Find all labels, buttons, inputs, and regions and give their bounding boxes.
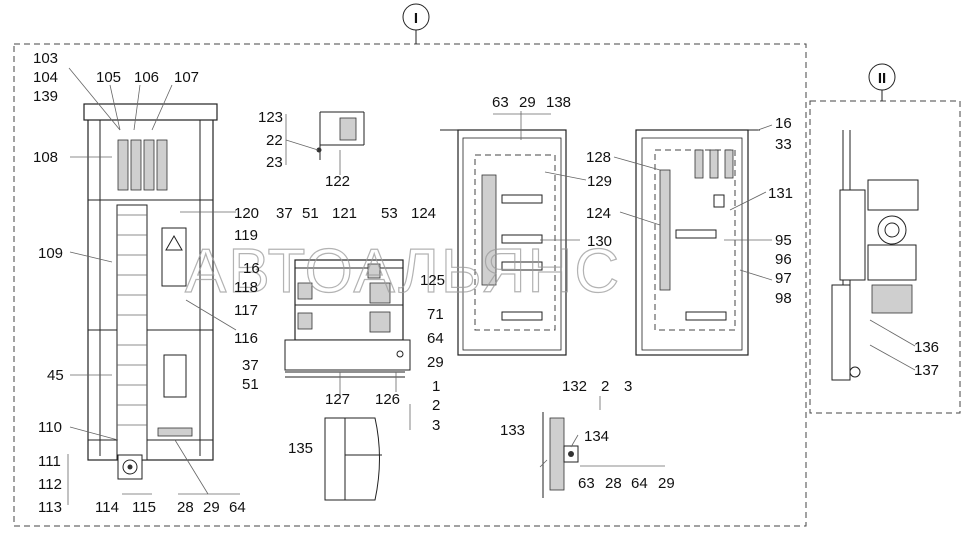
callout-96: 96 — [775, 251, 792, 268]
callout-124: 124 — [411, 205, 436, 222]
callout-64c: 64 — [631, 475, 648, 492]
callout-110: 110 — [38, 419, 62, 436]
mounting-frame-drawing — [284, 259, 411, 378]
callout-2b: 2 — [601, 378, 609, 395]
callout-98: 98 — [775, 290, 792, 307]
callout-51b: 51 — [302, 205, 319, 222]
callout-115: 115 — [132, 499, 156, 516]
callout-29: 29 — [203, 499, 220, 516]
callout-45: 45 — [47, 367, 64, 384]
callout-37b: 37 — [276, 205, 293, 222]
callout-104: 104 — [33, 69, 58, 86]
callout-3b: 3 — [624, 378, 632, 395]
section-ii-frame — [809, 100, 961, 414]
callout-138: 138 — [546, 94, 571, 111]
callout-28b: 28 — [605, 475, 622, 492]
callout-122: 122 — [325, 173, 350, 190]
callout-51: 51 — [242, 376, 259, 393]
callout-107: 107 — [174, 69, 199, 86]
callout-127: 127 — [325, 391, 350, 408]
part-labels: 103 104 139 105 106 107 108 109 45 110 1… — [33, 50, 939, 516]
panel-door-two-drawing — [635, 129, 760, 356]
section-ii-marker: II — [868, 63, 896, 101]
section-i-frame — [13, 43, 807, 527]
callout-37: 37 — [242, 357, 259, 374]
mount-detail-drawing — [542, 412, 579, 498]
callout-131: 131 — [768, 185, 793, 202]
callout-136: 136 — [914, 339, 939, 356]
callout-29b: 29 — [427, 354, 444, 371]
door-detail-drawing — [324, 417, 382, 501]
callout-112: 112 — [38, 476, 62, 493]
callout-64: 64 — [229, 499, 246, 516]
section-ii-assembly-drawing — [831, 130, 919, 381]
callout-63b: 63 — [578, 475, 595, 492]
callout-109: 109 — [38, 245, 63, 262]
section-i-marker: I — [402, 3, 430, 44]
callout-71: 71 — [427, 306, 444, 323]
callout-33: 33 — [775, 136, 792, 153]
callout-29d: 29 — [658, 475, 675, 492]
callout-108: 108 — [33, 149, 58, 166]
callout-28: 28 — [177, 499, 194, 516]
leader-lines — [67, 67, 916, 505]
callout-106: 106 — [134, 69, 159, 86]
callout-97: 97 — [775, 270, 792, 287]
callout-22: 22 — [266, 132, 283, 149]
watermark: АВТОАЛЬЯНС — [185, 237, 621, 306]
callout-130: 130 — [587, 233, 612, 250]
callout-139: 139 — [33, 88, 58, 105]
callout-135: 135 — [288, 440, 313, 457]
callout-121: 121 — [332, 205, 357, 222]
callout-64b: 64 — [427, 330, 444, 347]
callout-119: 119 — [234, 227, 258, 244]
tall-cabinet-drawing — [83, 103, 218, 480]
callout-137: 137 — [914, 362, 939, 379]
callout-29c: 29 — [519, 94, 536, 111]
section-i-label: I — [414, 10, 418, 27]
callout-16: 16 — [243, 260, 260, 277]
callout-128: 128 — [586, 149, 611, 166]
callout-95: 95 — [775, 232, 792, 249]
panel-door-one-drawing — [440, 129, 567, 356]
callout-125: 125 — [420, 272, 445, 289]
section-ii-label: II — [878, 70, 886, 87]
callout-1: 1 — [432, 378, 440, 395]
callout-132: 132 — [562, 378, 587, 395]
callout-3: 3 — [432, 417, 440, 434]
bracket-detail-drawing — [316, 111, 365, 160]
callout-133: 133 — [500, 422, 525, 439]
callout-129: 129 — [587, 173, 612, 190]
callout-117: 117 — [234, 302, 258, 319]
callout-124b: 124 — [586, 205, 611, 222]
callout-134: 134 — [584, 428, 609, 445]
callout-111: 111 — [38, 453, 61, 470]
callout-105: 105 — [96, 69, 121, 86]
callout-53: 53 — [381, 205, 398, 222]
callout-114: 114 — [95, 499, 119, 516]
callout-118: 118 — [234, 279, 258, 296]
callout-126: 126 — [375, 391, 400, 408]
callout-113: 113 — [38, 499, 62, 516]
callout-23: 23 — [266, 154, 283, 171]
callout-116: 116 — [234, 330, 258, 347]
callout-103: 103 — [33, 50, 58, 67]
callout-16b: 16 — [775, 115, 792, 132]
callout-63: 63 — [492, 94, 509, 111]
callout-120: 120 — [234, 205, 259, 222]
callout-2: 2 — [432, 397, 440, 414]
callout-123: 123 — [258, 109, 283, 126]
